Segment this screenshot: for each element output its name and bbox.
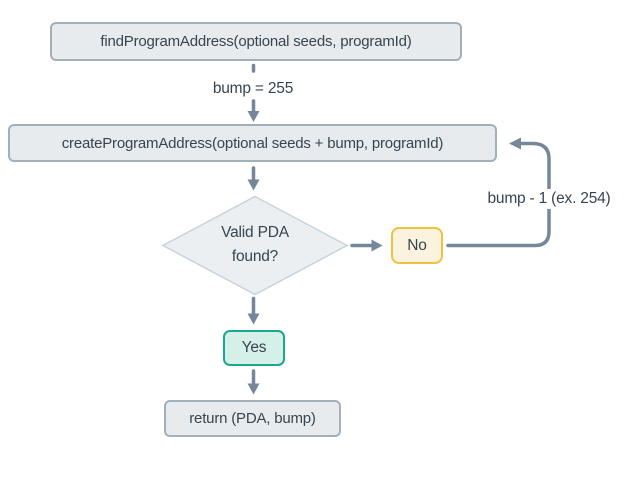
node-find-program-address: findProgramAddress(optional seeds, progr… <box>50 22 462 61</box>
node-create-program-address-label: createProgramAddress(optional seeds + bu… <box>61 134 444 152</box>
decision-label-line2: found? <box>231 248 279 265</box>
node-valid-pda-decision: Valid PDA found? <box>221 221 289 269</box>
arrow-decision-to-yes <box>247 296 260 325</box>
node-yes-label: Yes <box>241 339 267 356</box>
node-find-program-address-label: findProgramAddress(optional seeds, progr… <box>100 33 412 50</box>
arrow-create-to-decision <box>247 166 260 191</box>
decision-diamond-shape <box>161 195 349 296</box>
node-no: No <box>391 227 443 264</box>
node-yes: Yes <box>223 330 285 366</box>
arrow-decision-to-no <box>350 239 383 252</box>
edge-label-bump-init: bump = 255 <box>212 80 294 97</box>
node-return-pda-bump-label: return (PDA, bump) <box>189 410 316 427</box>
decision-label-line1: Valid PDA <box>221 224 289 241</box>
edge-label-bump-decrement: bump - 1 (ex. 254) <box>483 189 615 209</box>
arrow-into-create <box>247 99 260 122</box>
node-return-pda-bump: return (PDA, bump) <box>164 400 341 437</box>
node-create-program-address: createProgramAddress(optional seeds + bu… <box>8 124 497 162</box>
node-no-label: No <box>407 236 427 254</box>
arrow-yes-to-return <box>247 369 260 395</box>
